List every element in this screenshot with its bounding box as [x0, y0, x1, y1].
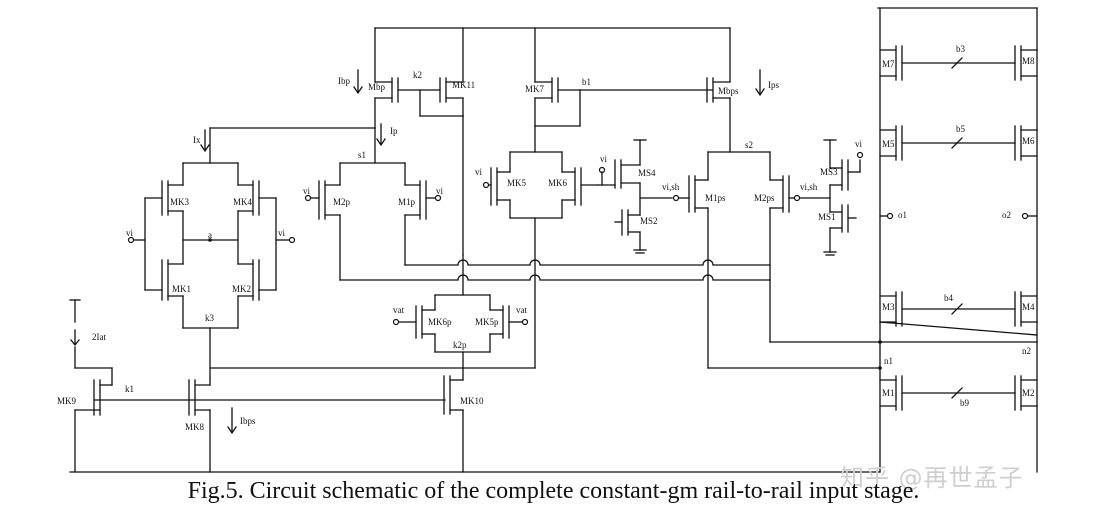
label-mk2: MK2	[232, 284, 251, 294]
label-mk5p: MK5p	[475, 317, 499, 327]
label-vat-left: vat	[393, 305, 404, 315]
port-o2	[1021, 212, 1029, 220]
port-o1	[886, 212, 894, 220]
top-rail	[374, 27, 731, 83]
ms3-ms1-follower	[799, 139, 864, 256]
label-m4: M4	[1022, 302, 1035, 312]
label-b5: b5	[956, 124, 966, 134]
mk5-mk6-pair	[490, 151, 599, 369]
label-mbps: Mbps	[718, 86, 739, 96]
label-vi-plus-m1p: vi	[436, 186, 444, 196]
mk6p-mk5p-pair	[397, 254, 524, 381]
label-k2p: k2p	[453, 340, 467, 350]
label-m2ps: M2ps	[754, 193, 775, 203]
label-ix: Ix	[193, 135, 201, 145]
label-mk4: MK4	[233, 197, 253, 207]
cross-wires	[339, 259, 881, 369]
m1ps-m2ps-pair	[678, 151, 796, 369]
mk-quad-block	[132, 162, 291, 379]
mk7-mbps-pair	[534, 77, 731, 153]
label-m1p: M1p	[398, 197, 416, 207]
label-m2p: M2p	[333, 197, 351, 207]
label-b3: b3	[956, 44, 966, 54]
label-vi-minus-ms3: vi	[855, 139, 863, 149]
label-mk9: MK9	[57, 396, 77, 406]
label-m2: M2	[1022, 388, 1035, 398]
label-vi-minus-mk5: vi	[475, 167, 483, 177]
label-s2: s2	[745, 140, 753, 150]
label-ibp: Ibp	[338, 76, 350, 86]
label-ips: Ips	[768, 80, 779, 90]
label-mk1: MK1	[172, 284, 191, 294]
ms4-ms2-follower	[597, 139, 673, 254]
label-vish-right: vi,sh	[800, 182, 818, 192]
label-m5: M5	[882, 139, 895, 149]
label-m8: M8	[1022, 56, 1035, 66]
folded-cascode	[877, 7, 1038, 473]
label-ms2: MS2	[640, 216, 658, 226]
label-mbp: Mbp	[368, 82, 386, 92]
arrowhead-ibp	[353, 86, 363, 95]
label-k3: k3	[205, 313, 215, 323]
label-ms1: MS1	[818, 212, 836, 222]
label-mk6p: MK6p	[428, 317, 452, 327]
label-k2: k2	[413, 70, 422, 80]
label-n2: n2	[1022, 346, 1031, 356]
label-ibps: Ibps	[240, 416, 256, 426]
watermark: 知乎 @再世孟子	[840, 464, 1024, 492]
label-m1: M1	[882, 388, 895, 398]
m2p-m1p-pair	[309, 162, 437, 281]
label-mk10: MK10	[460, 396, 484, 406]
label-vi-plus-left: vi	[126, 228, 134, 238]
label-vi-minus-left: vi	[278, 228, 286, 238]
label-ms3: MS3	[820, 167, 838, 177]
label-o2: o2	[1002, 210, 1011, 220]
label-m3: M3	[882, 302, 895, 312]
mbp-mk11-pair	[374, 77, 464, 256]
figure-caption: Fig.5. Circuit schematic of the complete…	[187, 478, 920, 504]
label-m6: M6	[1022, 136, 1035, 146]
label-b9: b9	[960, 398, 970, 408]
label-vat-right: vat	[516, 305, 527, 315]
label-mk7: MK7	[525, 84, 545, 94]
label-ms4: MS4	[638, 168, 656, 178]
label-mk8: MK8	[185, 422, 205, 432]
label-mk3: MK3	[170, 197, 190, 207]
label-a: a	[208, 230, 212, 240]
label-ip: Ip	[390, 126, 398, 136]
arrowhead-ips	[755, 88, 765, 97]
bottom-mirrors	[69, 299, 881, 473]
port-vi-plus-left	[127, 236, 135, 244]
label-m7: M7	[882, 59, 895, 69]
label-isrc: 2Iat	[92, 332, 106, 342]
label-vi-plus-ms4: vi	[600, 154, 608, 164]
label-o1: o1	[898, 210, 907, 220]
label-mk6: MK6	[548, 178, 568, 188]
label-mk11: MK11	[452, 80, 475, 90]
label-k1: k1	[125, 384, 134, 394]
label-b4: b4	[944, 293, 954, 303]
label-mk5: MK5	[507, 178, 527, 188]
port-vi-minus-left	[288, 236, 296, 244]
label-n1: n1	[884, 356, 893, 366]
label-m1ps: M1ps	[705, 193, 726, 203]
label-vi-minus-m2p: vi	[303, 186, 311, 196]
label-s1: s1	[358, 150, 366, 160]
label-b1: b1	[582, 77, 591, 87]
label-vish-left: vi,sh	[662, 182, 680, 192]
